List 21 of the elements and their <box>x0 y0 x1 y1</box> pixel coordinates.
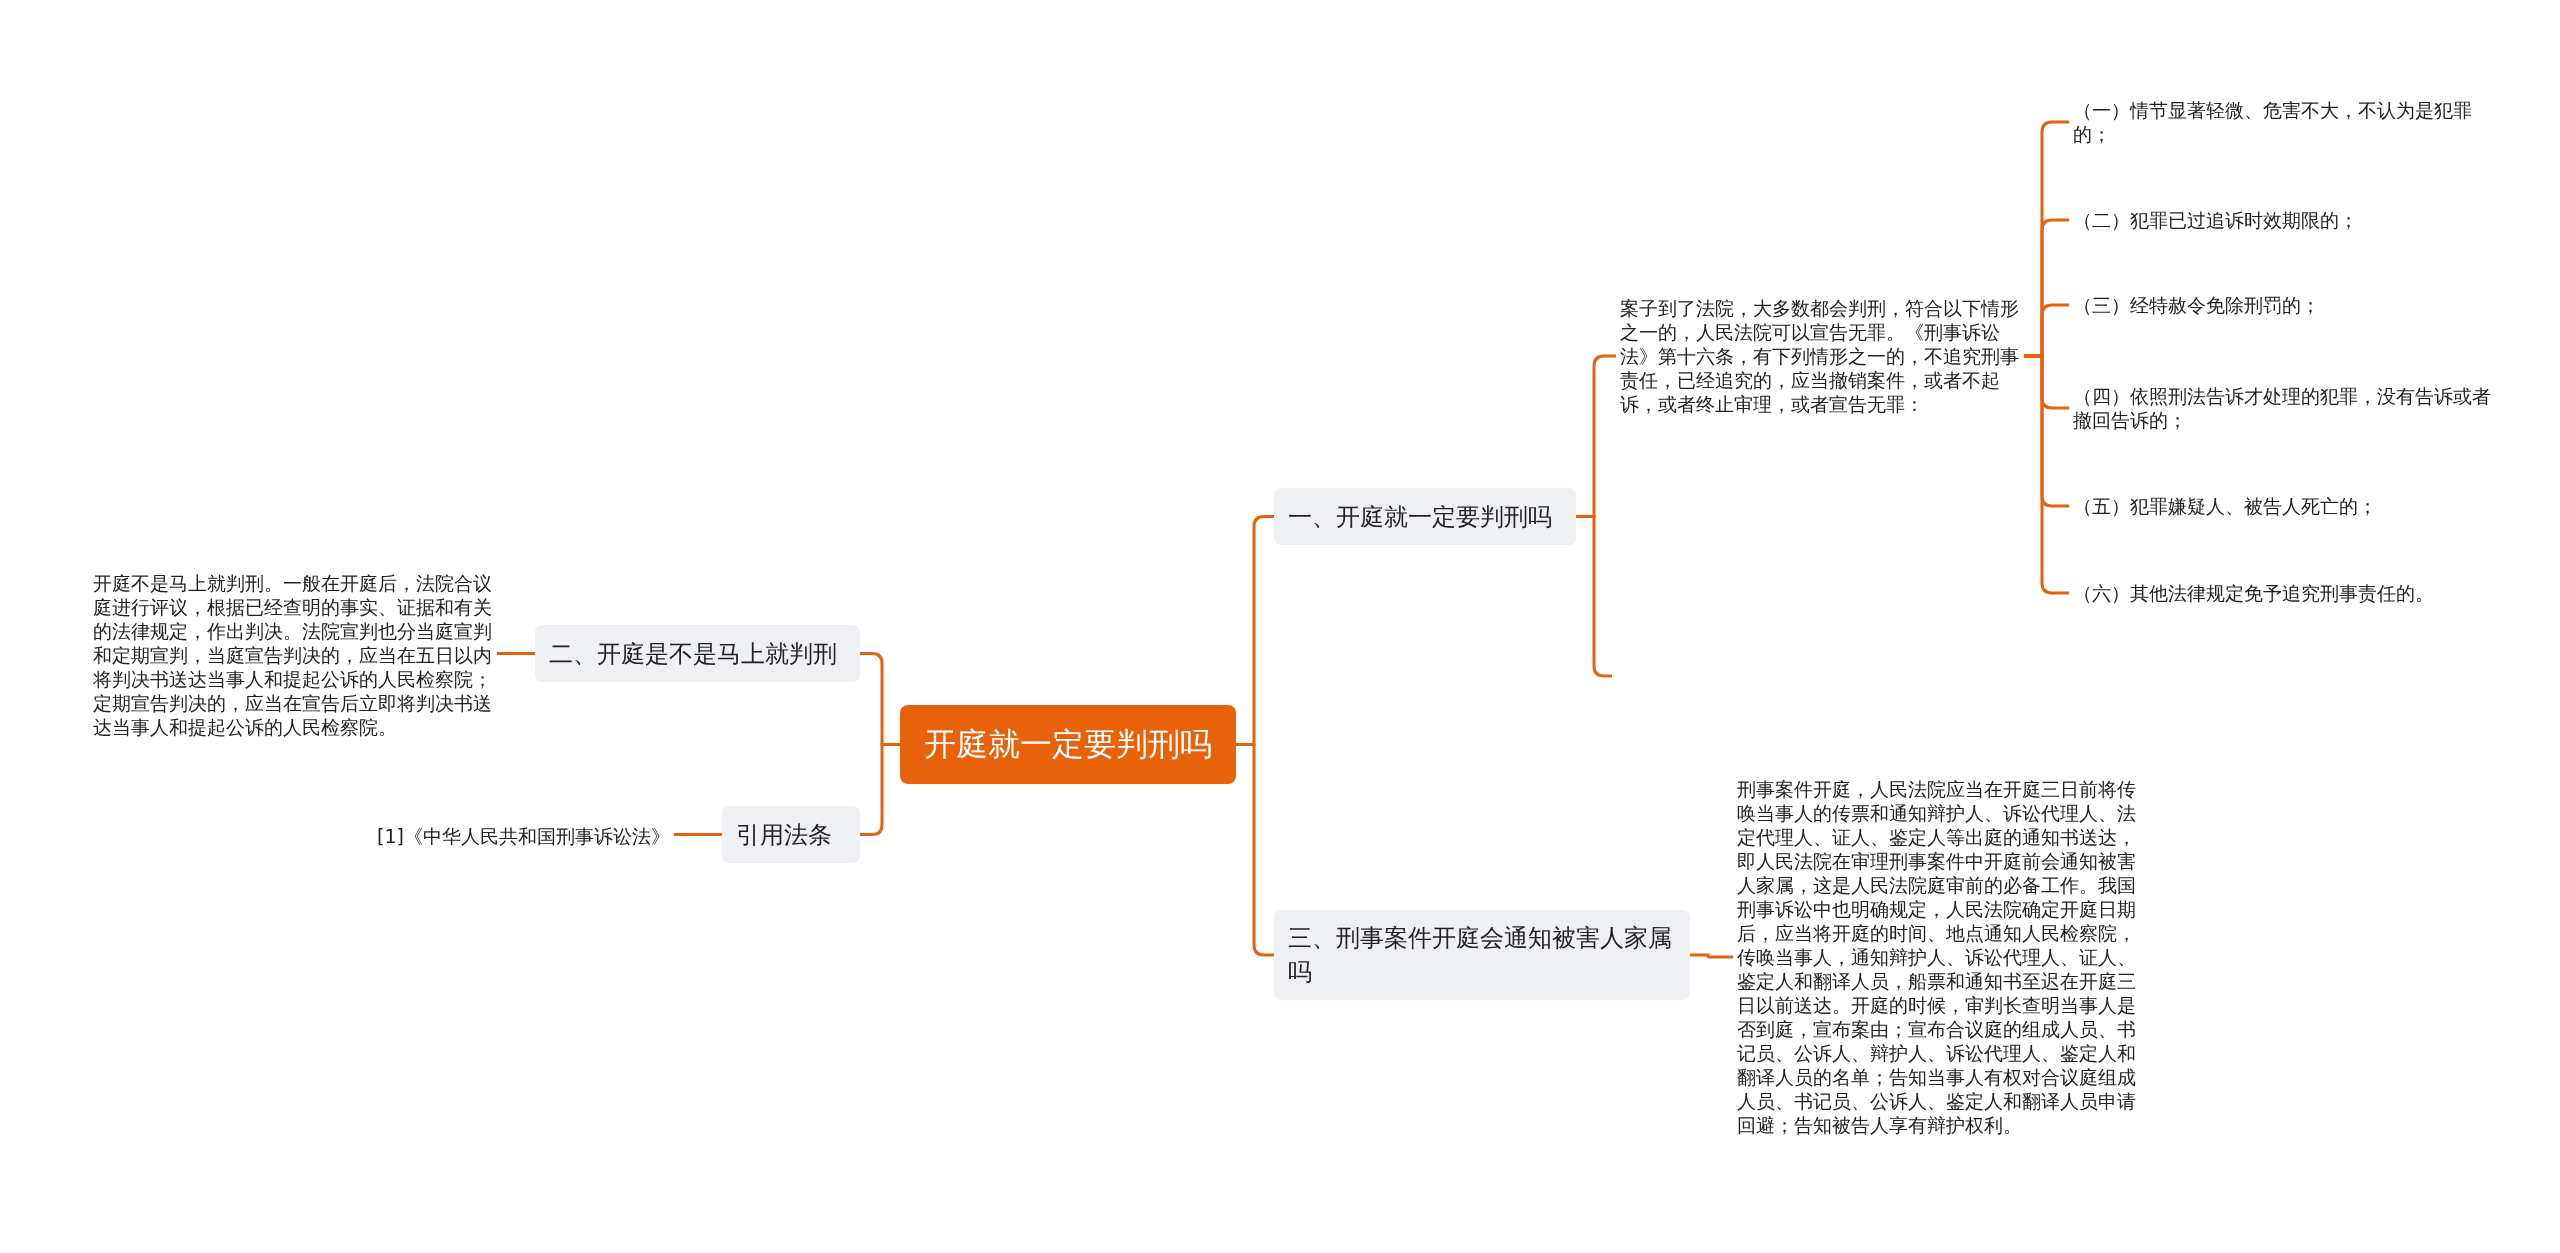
branch-topic: 一、开庭就一定要判刑吗 <box>1274 488 1576 545</box>
connector-line <box>674 833 722 836</box>
root-topic: 开庭就一定要判刑吗 <box>900 705 1236 784</box>
connector-line <box>860 743 900 836</box>
connector-line <box>1690 953 1733 959</box>
note-text: （六）其他法律规定免予追究刑事责任的。 <box>2073 580 2493 606</box>
note-text: 刑事案件开庭，人民法院应当在开庭三日前将传唤当事人的传票和通知辩护人、诉讼代理人、法定代理人、证人、鉴定人等出庭的通知书送达，即人民法院在审理刑事案件中开庭前会通知被害人家属，这是人民法院庭审前的必备工作。我国刑事诉讼中也明确规定，人民法院确定开庭日期后，应当将开庭的时间、地点通知人民检察院，传唤当事人，通知辩护人、诉讼代理人、证人、鉴定人和翻译人员，船票和通知书至迟在开庭三日以前送达。开庭的时候，审判长查明当事人是否到庭，宣布案由；宣布合议庭的组成人员、书记员、公诉人、辩护人、诉讼代理人、鉴定人和翻译人员的名单；告知当事人有权对合议庭组成人员、书记员、公诉人、鉴定人和翻译人员申请回避；告知被告人享有辩护权利。 <box>1737 751 2137 1163</box>
branch-topic: 二、开庭是不是马上就判刑 <box>535 625 860 682</box>
note-text: （二）犯罪已过追诉时效期限的； <box>2073 207 2493 233</box>
note-text: （一）情节显著轻微、危害不大，不认为是犯罪的； <box>2073 96 2493 148</box>
note-text: （五）犯罪嫌疑人、被告人死亡的； <box>2073 493 2493 519</box>
note-text: （三）经特赦令免除刑罚的； <box>2073 292 2493 318</box>
note-text: 案子到了法院，大多数都会判刑，符合以下情形之一的，人民法院可以宣告无罪。《刑事诉讼法》第十六条，有下列情形之一的，不追究刑事责任，已经追究的，应当撤销案件，或者不起诉，或者终止审理，或者宣告无罪： <box>1620 294 2020 418</box>
branch-topic: 引用法条 <box>722 806 860 863</box>
connector-line <box>1576 515 1612 678</box>
branch-topic: 三、刑事案件开庭会通知被害人家属吗 <box>1274 910 1690 1000</box>
connector-line <box>1236 743 1274 957</box>
citation-text: [1]《中华人民共和国刑事诉讼法》 <box>344 822 670 850</box>
note-text: （四）依照刑法告诉才处理的犯罪，没有告诉或者撤回告诉的； <box>2073 382 2493 434</box>
connector-line <box>497 652 535 655</box>
note-text: 开庭不是马上就判刑。一般在开庭后，法院合议庭进行评议，根据已经查明的事实、证据和有关的法律规定，作出判决。法院宣判也分当庭宣判和定期宣判，当庭宣告判决的，应当在五日以内将判决书送达当事人和提起公诉的人民检察院；定期宣告判决的，应当在宣告后立即将判决书送达当事人和提起公诉的人民检察院。 <box>93 546 493 764</box>
